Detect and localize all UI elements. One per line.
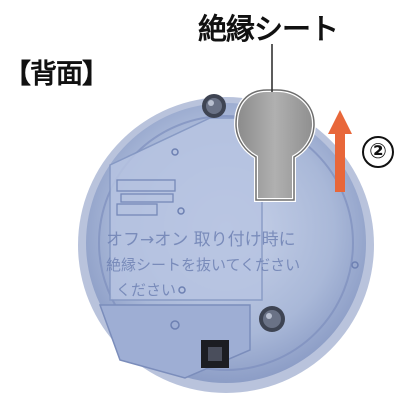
battery-clip-icon	[201, 340, 229, 368]
embossed-line-1: オフ→オン 取り付け時に	[106, 230, 296, 250]
hole-icon	[170, 320, 180, 330]
up-arrow-icon	[328, 110, 352, 192]
back-label: 【背面】	[4, 59, 109, 90]
device-panel	[109, 117, 263, 301]
hole-icon	[177, 207, 185, 215]
embossed-text	[116, 179, 176, 216]
hole-icon	[351, 261, 359, 269]
hole-icon	[178, 286, 186, 294]
insulation-sheet	[233, 44, 317, 202]
device-back: オフ→オン 取り付け時に 絶縁シートを抜いてください ください	[78, 94, 374, 393]
sheet-outline	[235, 89, 315, 201]
screw-icon	[202, 94, 226, 118]
embossed-line-3: ください	[116, 281, 176, 299]
screw-icon	[259, 306, 285, 332]
sheet-label: 絶縁シート	[198, 12, 339, 46]
device-inner-ring	[98, 115, 354, 371]
embossed-line-2: 絶縁シートを抜いてください	[106, 256, 300, 274]
hole-icon	[171, 148, 179, 156]
step-number-badge: ②	[362, 136, 394, 168]
